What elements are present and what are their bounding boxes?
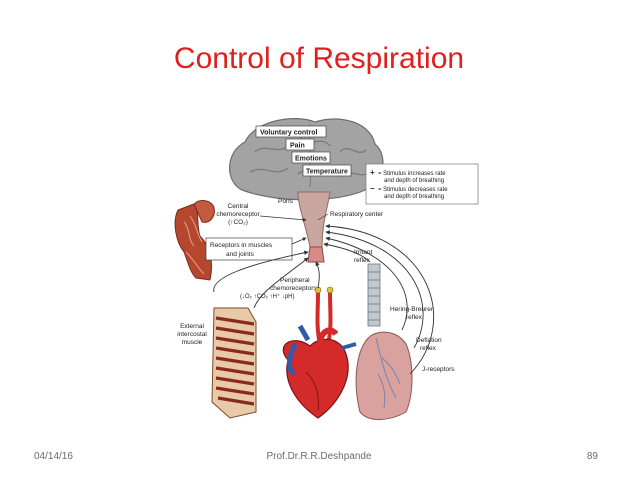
central-chemo-line2: chemoreceptor (216, 211, 260, 218)
legend-plus-symbol: + (370, 168, 375, 177)
receptors-box (205, 237, 293, 261)
hering-line2: reflex (406, 314, 423, 321)
trachea-illustration (367, 263, 381, 327)
respiratory-center-label: Respiratory center (330, 211, 384, 218)
receptors-line2: and joints (226, 251, 255, 258)
pathway-lines (213, 223, 434, 375)
peripheral-line2: chemoreceptors (270, 285, 317, 292)
legend-minus-line2: and depth of breathing (384, 194, 444, 200)
irritant-line1: Irritant (354, 249, 373, 256)
footer-date: 04/14/16 (34, 451, 73, 462)
peripheral-line1: Peripheral (280, 277, 310, 284)
legend-minus-line1: = Stimulus decreases rate (378, 187, 448, 193)
legend-minus-symbol: − (370, 184, 375, 193)
slide-title: Control of Respiration (173, 42, 465, 75)
ribcage-illustration (211, 307, 257, 419)
temperature-label: Temperature (306, 169, 348, 176)
external-label-line3: muscle (182, 339, 203, 346)
deflation-line2: reflex (420, 345, 437, 352)
external-label-line2: intercostal (177, 331, 207, 338)
arm-muscle-illustration (174, 200, 215, 281)
pain-label: Pain (290, 143, 305, 150)
deflation-line1: Deflation (416, 337, 442, 344)
central-chemo-line3: (↑CO₂) (228, 219, 248, 226)
j-receptors-label: J-receptors (422, 366, 455, 373)
external-label-line1: External (180, 323, 204, 330)
footer-page-number: 89 (586, 451, 598, 462)
central-chemo-line1: Central (228, 203, 250, 210)
footer-author: Prof.Dr.R.R.Deshpande (266, 451, 372, 462)
receptors-line1: Receptors in muscles (210, 242, 273, 249)
voluntary-control-label: Voluntary control (260, 130, 317, 137)
respiration-control-diagram: Voluntary control Pain Emotions Temperat… (174, 118, 479, 420)
pons-label: Pons (278, 198, 294, 205)
emotions-label: Emotions (295, 156, 327, 163)
legend: + = Stimulus increases rate and depth of… (365, 163, 479, 205)
brain-input-labels: Voluntary control Pain Emotions Temperat… (255, 125, 352, 177)
legend-plus-line1: = Stimulus increases rate (378, 171, 446, 177)
irritant-line2: reflex (354, 257, 371, 264)
legend-plus-line2: and depth of breathing (384, 178, 444, 184)
hering-line1: Hering-Breurer (390, 306, 434, 313)
peripheral-line3: (↓O₂ ↑CO₂ ↑H⁺ ↓pH) (240, 293, 295, 300)
lung-illustration (355, 331, 413, 420)
heart-illustration (282, 324, 357, 419)
